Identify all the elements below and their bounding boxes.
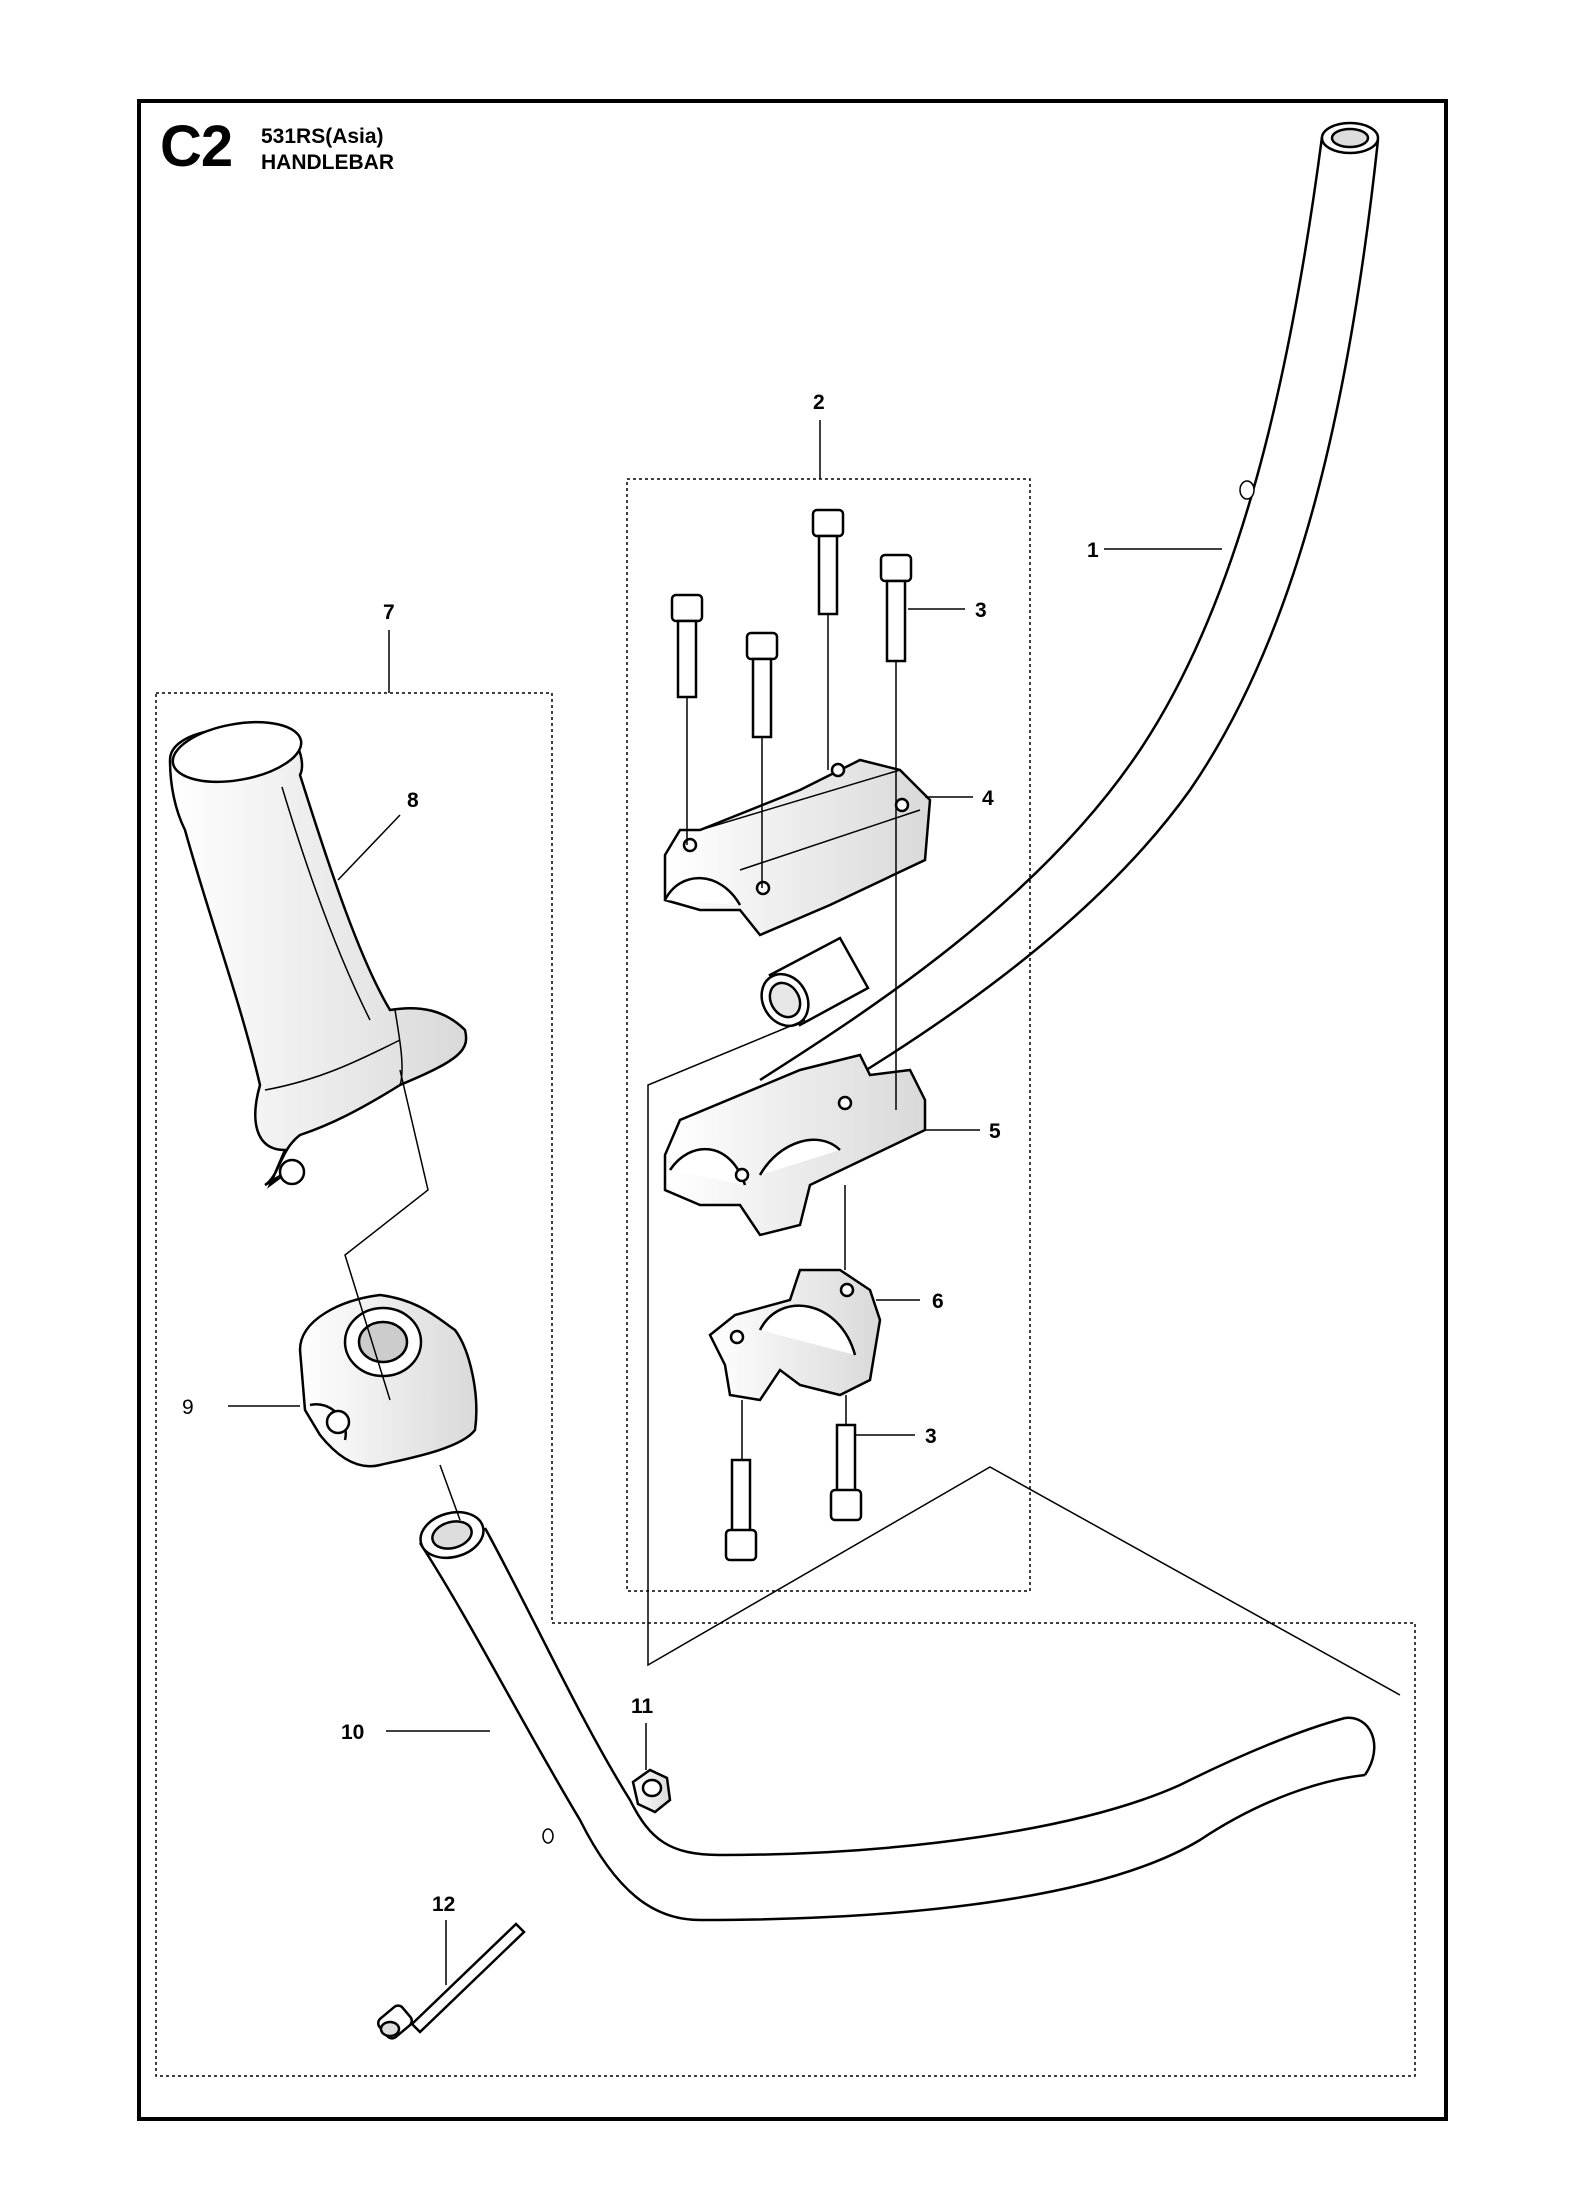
callout-1: 1	[1087, 539, 1099, 562]
group-box-clamp	[626, 478, 1031, 1592]
callout-5: 5	[989, 1120, 1001, 1143]
callout-8: 8	[407, 789, 419, 812]
callout-6: 6	[932, 1290, 944, 1313]
assembly-lines-clamp	[647, 614, 1401, 1696]
group-box-handle	[155, 692, 1416, 2077]
part-12-bolt	[376, 1922, 526, 2040]
screw	[745, 631, 779, 739]
screw	[811, 508, 845, 616]
callout-7: 7	[383, 601, 395, 624]
part-9-grip-clamp	[298, 1293, 478, 1468]
leader-lines	[228, 420, 1222, 1985]
part-3-screws-upper	[670, 508, 913, 739]
callout-4: 4	[982, 787, 994, 810]
part-4-upper-clamp	[663, 758, 932, 937]
section-code: C2	[160, 114, 233, 179]
assembly-lines-handle	[344, 1069, 461, 1521]
part-6-clamp-insert	[708, 1268, 882, 1402]
callout-2: 2	[813, 391, 825, 414]
callout-numbers: 1 2 3 4 5 6 3 7 8 9 10 11 12	[182, 391, 1099, 1916]
callout-10: 10	[341, 1721, 364, 1744]
screw	[670, 593, 704, 699]
callout-12: 12	[432, 1893, 455, 1916]
part-8-grip	[168, 720, 468, 1189]
part-11-nut	[631, 1768, 672, 1814]
part-5-lower-clamp	[663, 1053, 927, 1237]
callout-11: 11	[631, 1695, 654, 1718]
callout-9: 9	[182, 1396, 194, 1419]
model-name: 531RS(Asia)	[261, 125, 384, 148]
tube-segment	[760, 936, 870, 1028]
page-frame	[137, 99, 1448, 2121]
part-1-upper-tube	[759, 121, 1380, 1112]
screw	[829, 1423, 863, 1522]
callout-3b: 3	[925, 1425, 937, 1448]
callout-3a: 3	[975, 599, 987, 622]
group-boxes	[155, 478, 1416, 2077]
diagram-title: HANDLEBAR	[261, 151, 394, 174]
part-10-lower-tube	[418, 1510, 1376, 1922]
screw	[724, 1458, 758, 1562]
part-3-screws-lower	[724, 1423, 863, 1562]
leader-8	[337, 814, 401, 881]
screw	[879, 553, 913, 663]
